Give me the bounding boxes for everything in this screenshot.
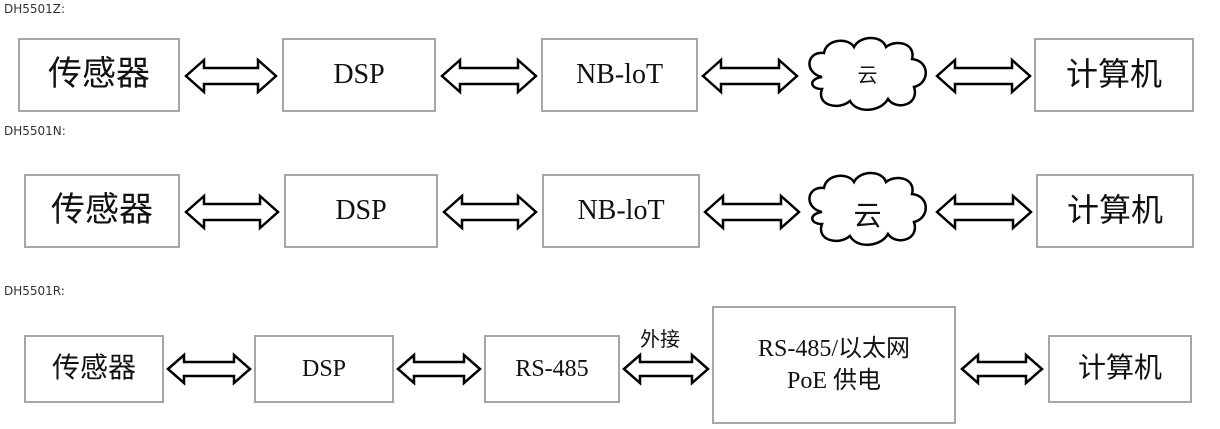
row1-sensor-box: 传感器 xyxy=(18,38,180,112)
row3-arrow-1 xyxy=(166,352,252,386)
row2-nbiot-label: NB-loT xyxy=(577,195,665,227)
row2-title: DH5501N: xyxy=(4,124,66,138)
row3-computer-label: 计算机 xyxy=(1077,353,1162,385)
row1-title: DH5501Z: xyxy=(4,2,66,16)
row1-nbiot-label: NB-loT xyxy=(575,59,664,91)
row2-computer-box: 计算机 xyxy=(1036,174,1194,248)
row2-dsp-label: DSP xyxy=(335,195,387,227)
row2-arrow-2 xyxy=(442,193,538,231)
row3-rs485-box: RS-485 xyxy=(484,335,620,403)
row1-computer-label: 计算机 xyxy=(1065,56,1162,93)
row1-nbiot-box: NB-loT xyxy=(541,38,698,112)
row2-nbiot-box: NB-loT xyxy=(542,174,700,248)
row2-arrow-4 xyxy=(935,193,1033,231)
row2-dsp-box: DSP xyxy=(284,174,438,248)
row1-cloud-label: 云 xyxy=(857,65,878,87)
row2-sensor-box: 传感器 xyxy=(24,174,180,248)
row1-dsp-box: DSP xyxy=(282,38,436,112)
row1-sensor-label: 传感器 xyxy=(48,56,150,94)
row2-cloud-label: 云 xyxy=(853,201,882,232)
row3-title: DH5501R: xyxy=(4,284,65,298)
row1-arrow-2 xyxy=(440,57,538,95)
row3-converter-line1: RS-485/以太网 xyxy=(757,335,910,362)
row3-dsp-box: DSP xyxy=(254,335,394,403)
row3-external-label: 外接 xyxy=(640,327,680,351)
row1-arrow-1 xyxy=(184,57,278,95)
row2-arrow-1 xyxy=(184,193,280,231)
row3-dsp-label: DSP xyxy=(301,355,347,382)
row2-sensor-label: 传感器 xyxy=(51,192,153,230)
row1-dsp-label: DSP xyxy=(333,59,385,91)
row3-arrow-3 xyxy=(622,352,710,386)
row3-sensor-box: 传感器 xyxy=(24,335,164,403)
row1-arrow-4 xyxy=(935,57,1032,95)
row1-arrow-3 xyxy=(701,57,799,95)
row2-arrow-3 xyxy=(703,193,801,231)
row2-cloud-icon xyxy=(808,171,927,246)
row3-converter-box: RS-485/以太网 PoE 供电 xyxy=(712,306,956,424)
row1-computer-box: 计算机 xyxy=(1034,38,1194,112)
row3-rs485-label: RS-485 xyxy=(515,355,589,382)
row3-computer-box: 计算机 xyxy=(1048,335,1192,403)
row3-sensor-label: 传感器 xyxy=(51,353,136,385)
row2-computer-label: 计算机 xyxy=(1066,192,1163,229)
row1-cloud-icon xyxy=(808,36,927,111)
row3-arrow-4 xyxy=(960,352,1044,386)
row3-arrow-2 xyxy=(396,352,482,386)
row3-converter-line2: PoE 供电 xyxy=(786,368,881,394)
